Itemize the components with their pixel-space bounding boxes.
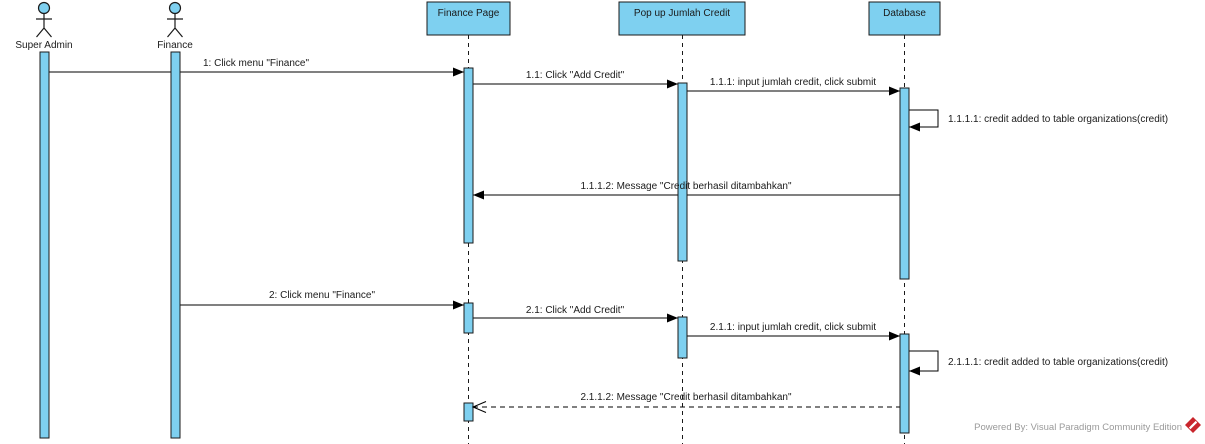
- message-label-1-1: 1.1: Click "Add Credit": [526, 70, 625, 81]
- actor-super-admin: [36, 1, 52, 38]
- visual-paradigm-logo-icon: [1185, 417, 1201, 433]
- message-label-2-1-1-2: 2.1.1.2: Message "Credit berhasil ditamb…: [580, 392, 792, 403]
- logo-slash: [1188, 420, 1198, 430]
- lifeline-box-popup-jumlah-credit: [618, 1, 746, 36]
- activation-bar-finance: [170, 51, 181, 439]
- actor-body-icon: [167, 13, 183, 38]
- activation-bar-popup-1: [677, 82, 688, 262]
- message-label-2: 2: Click menu "Finance": [269, 290, 375, 301]
- message-line-1-1-1-1-self: [909, 109, 939, 128]
- message-line-2-1-1-1-self: [909, 350, 939, 372]
- activation-bar-database-2: [899, 333, 910, 434]
- activation-bar-popup-2: [677, 316, 688, 359]
- actor-label-super-admin: Super Admin: [15, 40, 72, 51]
- activation-bar-super-admin: [39, 51, 50, 439]
- activation-bar-finance-page-3: [463, 402, 474, 422]
- lifeline-label-finance-page: Finance Page: [438, 8, 500, 19]
- arrowhead-icon-message-2-1: [667, 313, 678, 323]
- arrowhead-icon-message-2: [453, 300, 464, 310]
- arrowhead-icon-message-1-1: [667, 79, 678, 89]
- activation-bar-database-1: [899, 87, 910, 280]
- message-label-1: 1: Click menu "Finance": [203, 58, 309, 69]
- message-label-2-1: 2.1: Click "Add Credit": [526, 305, 625, 316]
- lifeline-label-popup-jumlah-credit: Pop up Jumlah Credit: [634, 8, 730, 19]
- powered-by-text: Powered By: Visual Paradigm Community Ed…: [974, 422, 1182, 433]
- open-arrowhead-icon-message-2-1-1-2: [471, 401, 487, 413]
- message-label-2-1-1: 2.1.1: input jumlah credit, click submit: [710, 322, 876, 333]
- lifeline-box-finance-page: [426, 1, 511, 36]
- arrowhead-icon-message-1-1-1-1: [909, 122, 920, 132]
- arrowhead-icon-message-1-1-1-2: [473, 190, 484, 200]
- actor-head-icon: [37, 1, 51, 15]
- arrowhead-icon-message-2-1-1: [889, 331, 900, 341]
- actor-label-finance: Finance: [157, 40, 193, 51]
- activation-bar-finance-page-1: [463, 67, 474, 244]
- activation-bar-finance-page-2: [463, 302, 474, 334]
- message-label-2-1-1-1: 2.1.1.1: credit added to table organizat…: [948, 357, 1168, 368]
- lifeline-label-database: Database: [883, 8, 926, 19]
- message-label-1-1-1-1: 1.1.1.1: credit added to table organizat…: [948, 114, 1168, 125]
- actor-body-icon: [36, 13, 52, 38]
- message-label-1-1-1-2: 1.1.1.2: Message "Credit berhasil ditamb…: [580, 181, 792, 192]
- actor-finance: [167, 1, 183, 38]
- actor-head-icon: [168, 1, 182, 15]
- arrowhead-icon-message-1: [453, 67, 464, 77]
- lifeline-box-database: [868, 1, 941, 36]
- arrowhead-icon-message-2-1-1-1: [909, 366, 920, 376]
- arrowhead-icon-message-1-1-1: [889, 86, 900, 96]
- message-label-1-1-1: 1.1.1: input jumlah credit, click submit: [710, 77, 876, 88]
